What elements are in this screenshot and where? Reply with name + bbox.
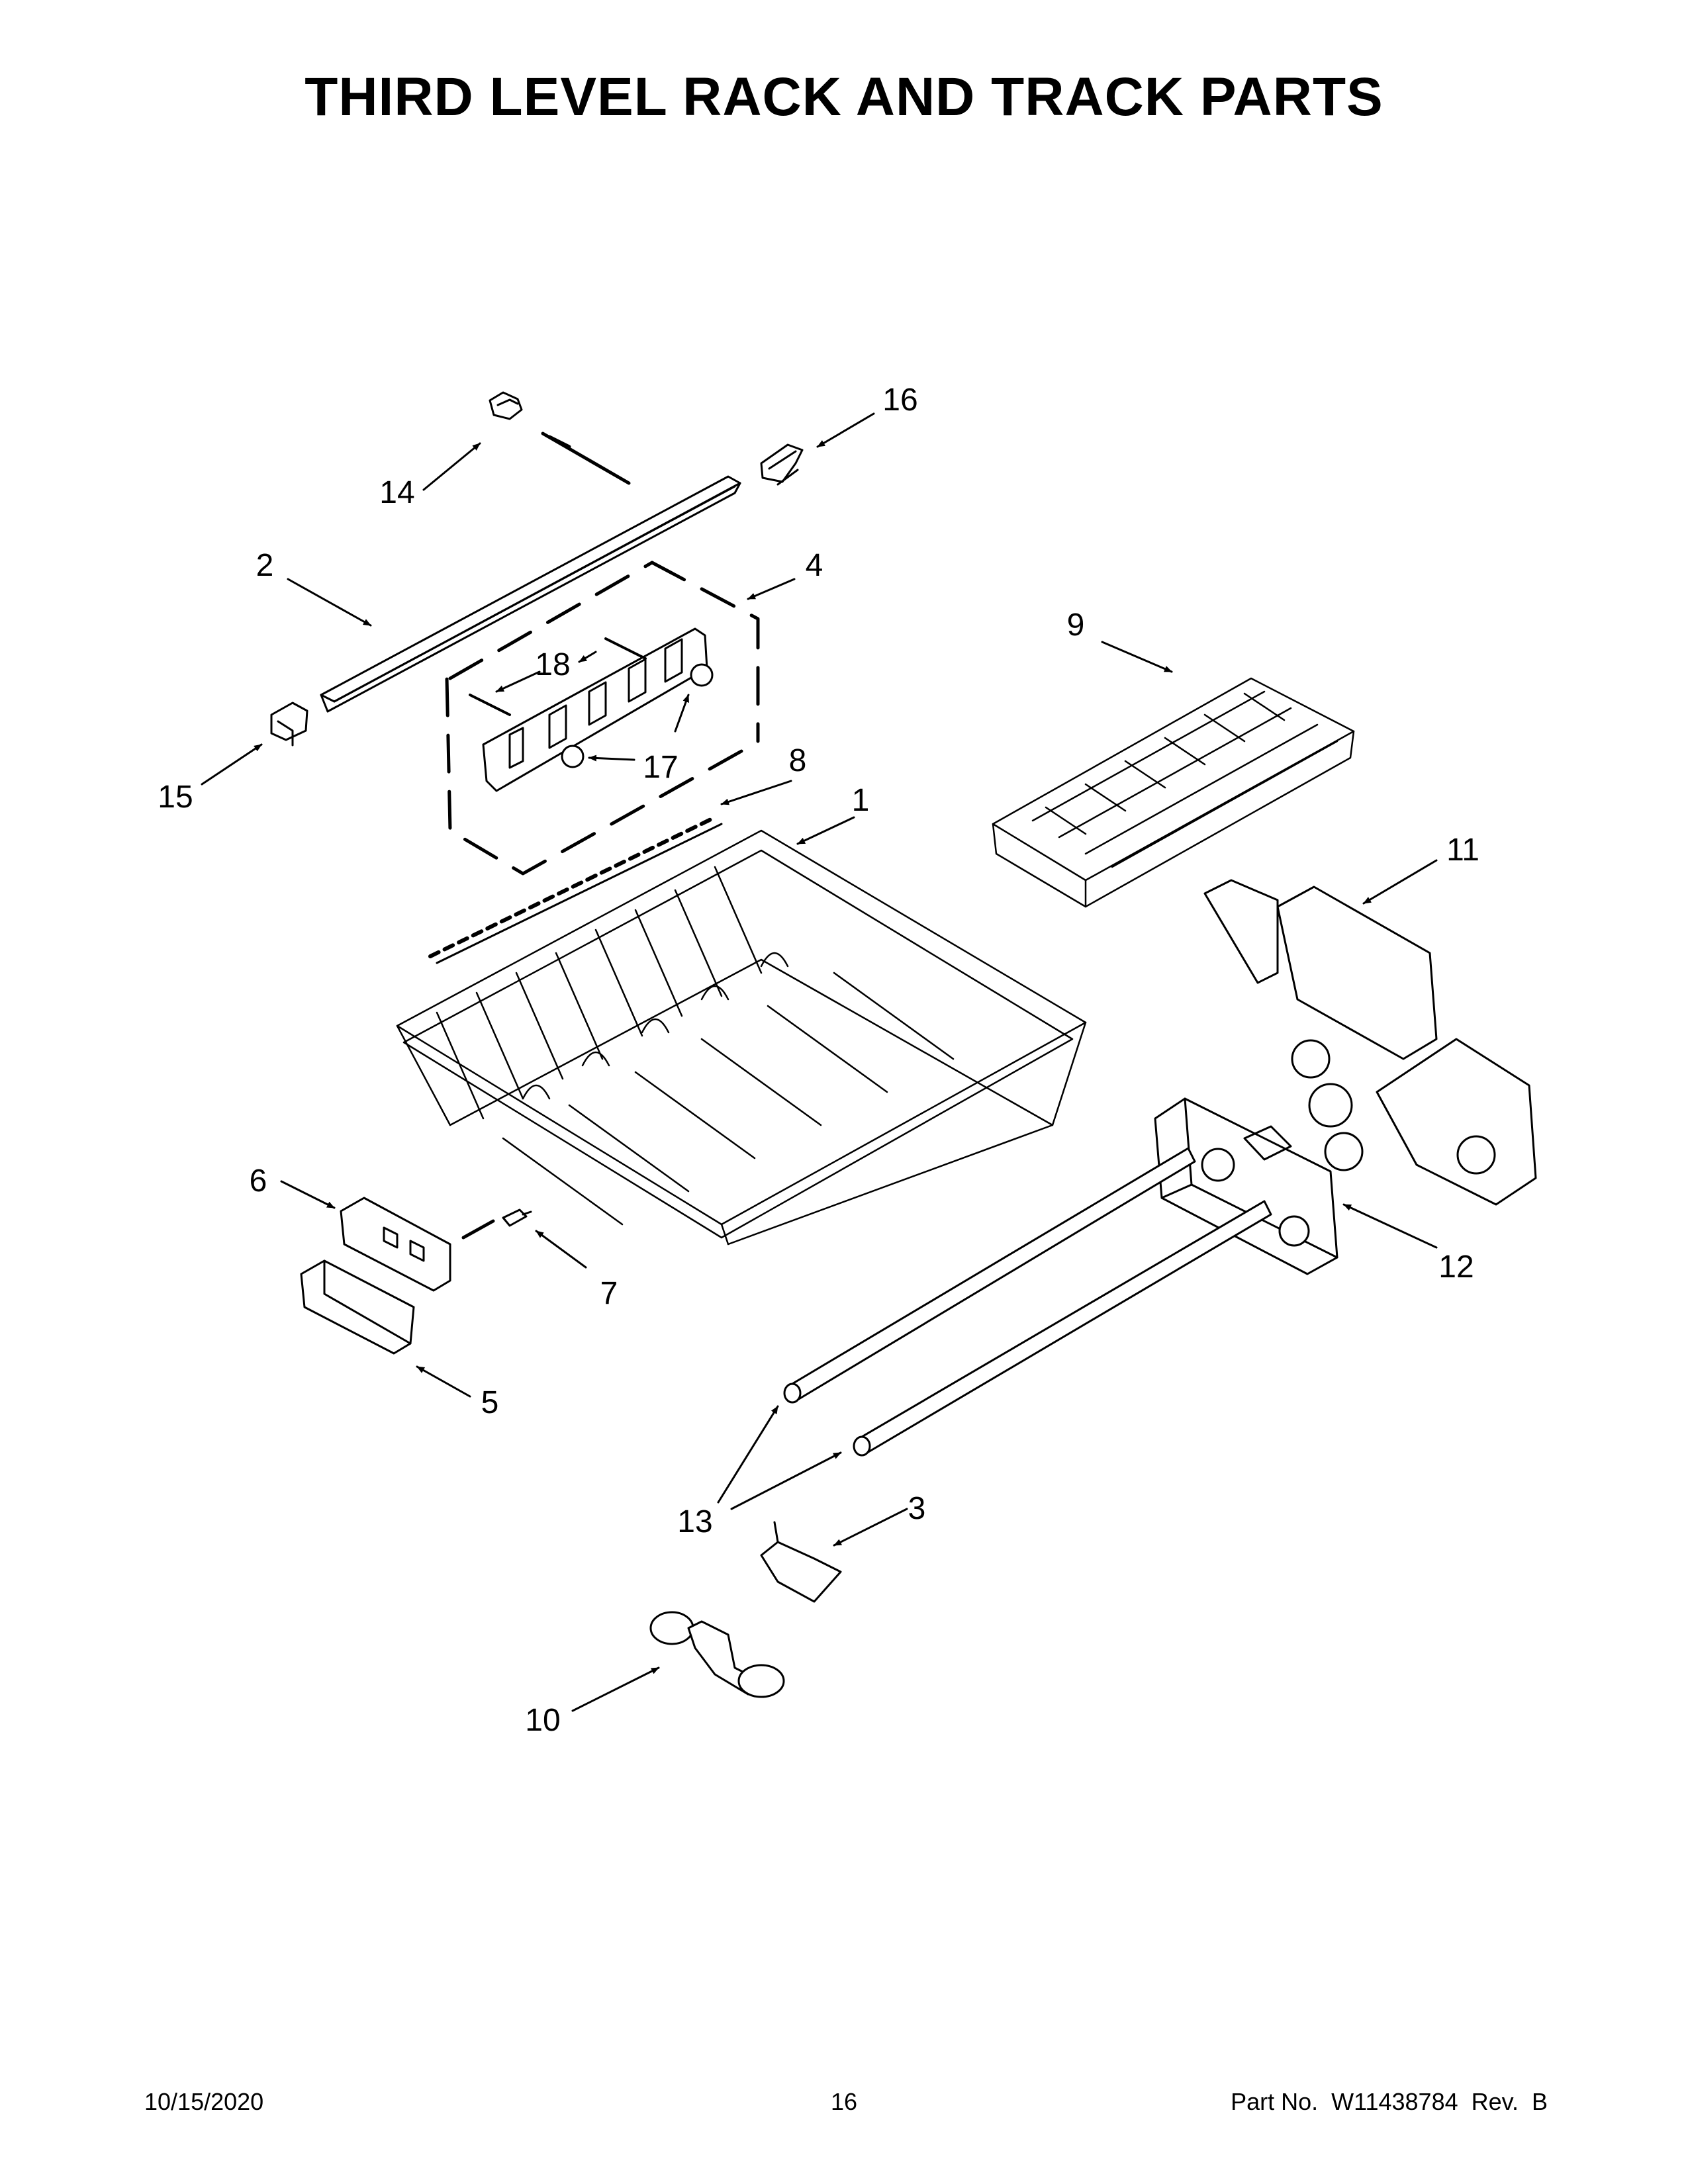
part-number-text: Part No. W11438784 Rev. B xyxy=(1231,2088,1548,2115)
callout-1: 1 xyxy=(852,783,870,818)
part-4-group-bracket xyxy=(445,561,760,876)
part-15-clip xyxy=(270,702,308,747)
callout-5: 5 xyxy=(481,1385,499,1420)
part-10-lever xyxy=(649,1611,785,1698)
callout-17: 17 xyxy=(643,750,678,785)
leader-lines xyxy=(201,412,1438,1712)
part-16-end-cap xyxy=(760,443,804,486)
part-7-screw xyxy=(502,1208,532,1227)
callout-4: 4 xyxy=(806,548,823,583)
part-18-screw xyxy=(469,637,647,716)
part-11-gear-housing xyxy=(1203,879,1537,1206)
callout-15: 15 xyxy=(158,780,193,815)
callout-12: 12 xyxy=(1438,1250,1474,1285)
callout-6: 6 xyxy=(250,1163,267,1199)
callout-3: 3 xyxy=(908,1491,926,1526)
part-9-cutlery-tray xyxy=(992,677,1355,908)
part-17-wheel xyxy=(561,663,714,768)
callout-8: 8 xyxy=(789,743,807,778)
callout-7: 7 xyxy=(600,1276,618,1311)
part-5-handle-cover xyxy=(300,1259,415,1355)
part-6-handle-base xyxy=(340,1197,451,1292)
part-1-wire-rack xyxy=(396,829,1087,1246)
footer-part-number: Part No. W11438784 Rev. B xyxy=(1231,2088,1548,2116)
part-13-tube xyxy=(783,1147,1272,1457)
callout-9: 9 xyxy=(1067,608,1085,643)
page-title: THIRD LEVEL RACK AND TRACK PARTS xyxy=(305,67,1383,127)
part-8-bearing-strip xyxy=(428,815,723,964)
part-2-rail xyxy=(320,475,741,713)
part-12-housing-cover xyxy=(1154,1097,1338,1275)
part-3-bracket xyxy=(760,1521,842,1603)
callout-18: 18 xyxy=(535,647,570,682)
part-14-track-clip xyxy=(489,391,523,420)
callout-16: 16 xyxy=(882,383,917,418)
callout-14: 14 xyxy=(379,475,414,510)
callout-10: 10 xyxy=(525,1703,560,1738)
footer-date: 10/15/2020 xyxy=(144,2088,264,2115)
callout-11: 11 xyxy=(1446,833,1479,868)
footer-page-number: 16 xyxy=(830,2088,858,2115)
callout-2: 2 xyxy=(256,548,274,583)
callout-13: 13 xyxy=(677,1504,712,1539)
